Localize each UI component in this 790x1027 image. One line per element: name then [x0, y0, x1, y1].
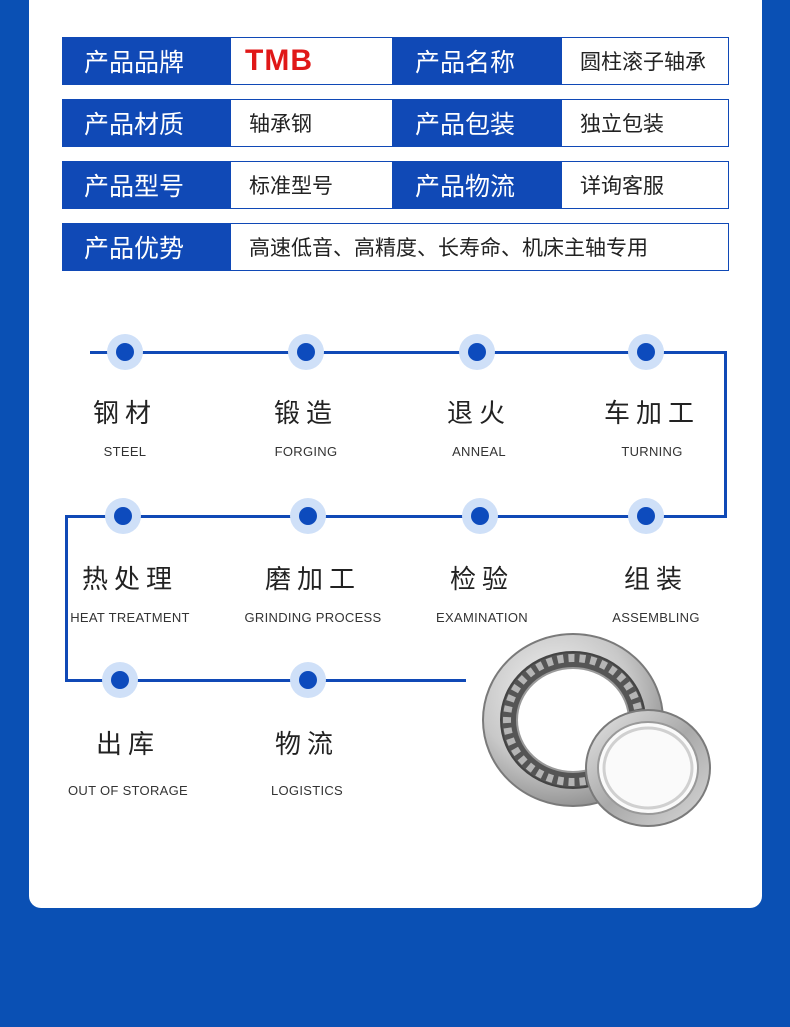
step-subtitle: GRINDING PROCESS [244, 610, 382, 625]
step-dot [107, 334, 143, 370]
step-subtitle: EXAMINATION [436, 610, 528, 625]
step-dot [102, 662, 138, 698]
spec-value: 标准型号 [230, 161, 393, 209]
spec-row-brand: 产品品牌 TMB 产品名称 圆柱滚子轴承 [62, 37, 729, 85]
step-subtitle: ANNEAL [452, 444, 506, 459]
step-title: 热处理 [81, 565, 178, 595]
step-subtitle: HEAT TREATMENT [70, 610, 190, 625]
step-subtitle: LOGISTICS [270, 783, 344, 798]
bearing-image [482, 633, 711, 827]
flow-line [90, 351, 727, 354]
spec-value: 轴承钢 [230, 99, 393, 147]
step-title: 磨加工 [264, 565, 361, 595]
spec-row-advantage: 产品优势 高速低音、高精度、长寿命、机床主轴专用 [62, 223, 729, 271]
step-subtitle: TURNING [621, 444, 683, 459]
spec-row-model: 产品型号 标准型号 产品物流 详询客服 [62, 161, 729, 209]
step-title: 组装 [623, 565, 688, 595]
step-title: 物流 [274, 730, 339, 760]
brand-logo: TMB [230, 37, 393, 85]
flow-line [65, 679, 466, 682]
spec-key: 产品物流 [393, 161, 561, 209]
step-steel: 钢材 STEEL [35, 393, 215, 459]
step-title: 出库 [95, 730, 160, 760]
spec-value: 独立包装 [561, 99, 729, 147]
step-subtitle: OUT OF STORAGE [67, 783, 188, 798]
flow-line [65, 515, 68, 682]
spec-value: 详询客服 [561, 161, 729, 209]
spec-key: 产品名称 [393, 37, 561, 85]
step-dot [288, 334, 324, 370]
spec-row-material: 产品材质 轴承钢 产品包装 独立包装 [62, 99, 729, 147]
step-turning: 车加工 TURNING [562, 393, 742, 459]
step-dot [462, 498, 498, 534]
step-dot [105, 498, 141, 534]
spec-key: 产品品牌 [62, 37, 230, 85]
step-dot [290, 498, 326, 534]
step-anneal: 退火 ANNEAL [389, 393, 569, 459]
step-title: 锻造 [273, 399, 338, 429]
step-forging: 锻造 FORGING [216, 393, 396, 459]
step-subtitle: STEEL [103, 444, 147, 459]
spec-value: 高速低音、高精度、长寿命、机床主轴专用 [230, 223, 729, 271]
spec-key: 产品型号 [62, 161, 230, 209]
step-grinding: 磨加工 GRINDING PROCESS [223, 559, 403, 625]
step-subtitle: ASSEMBLING [612, 610, 700, 625]
step-dot [290, 662, 326, 698]
spec-key: 产品材质 [62, 99, 230, 147]
spec-key: 产品优势 [62, 223, 230, 271]
step-title: 车加工 [603, 399, 700, 429]
step-examination: 检验 EXAMINATION [392, 559, 572, 625]
step-dot [628, 498, 664, 534]
step-logistics: 物流 LOGISTICS [217, 724, 397, 798]
step-subtitle: FORGING [274, 444, 338, 459]
step-title: 钢材 [92, 399, 157, 429]
step-title: 检验 [449, 565, 514, 595]
step-dot [459, 334, 495, 370]
spec-value: 圆柱滚子轴承 [561, 37, 729, 85]
step-out-of-storage: 出库 OUT OF STORAGE [38, 724, 218, 798]
step-heat-treatment: 热处理 HEAT TREATMENT [40, 559, 220, 625]
step-dot [628, 334, 664, 370]
flow-line [724, 351, 727, 518]
step-title: 退火 [446, 399, 511, 429]
spec-key: 产品包装 [393, 99, 561, 147]
flow-line [65, 515, 727, 518]
step-assembling: 组装 ASSEMBLING [566, 559, 746, 625]
